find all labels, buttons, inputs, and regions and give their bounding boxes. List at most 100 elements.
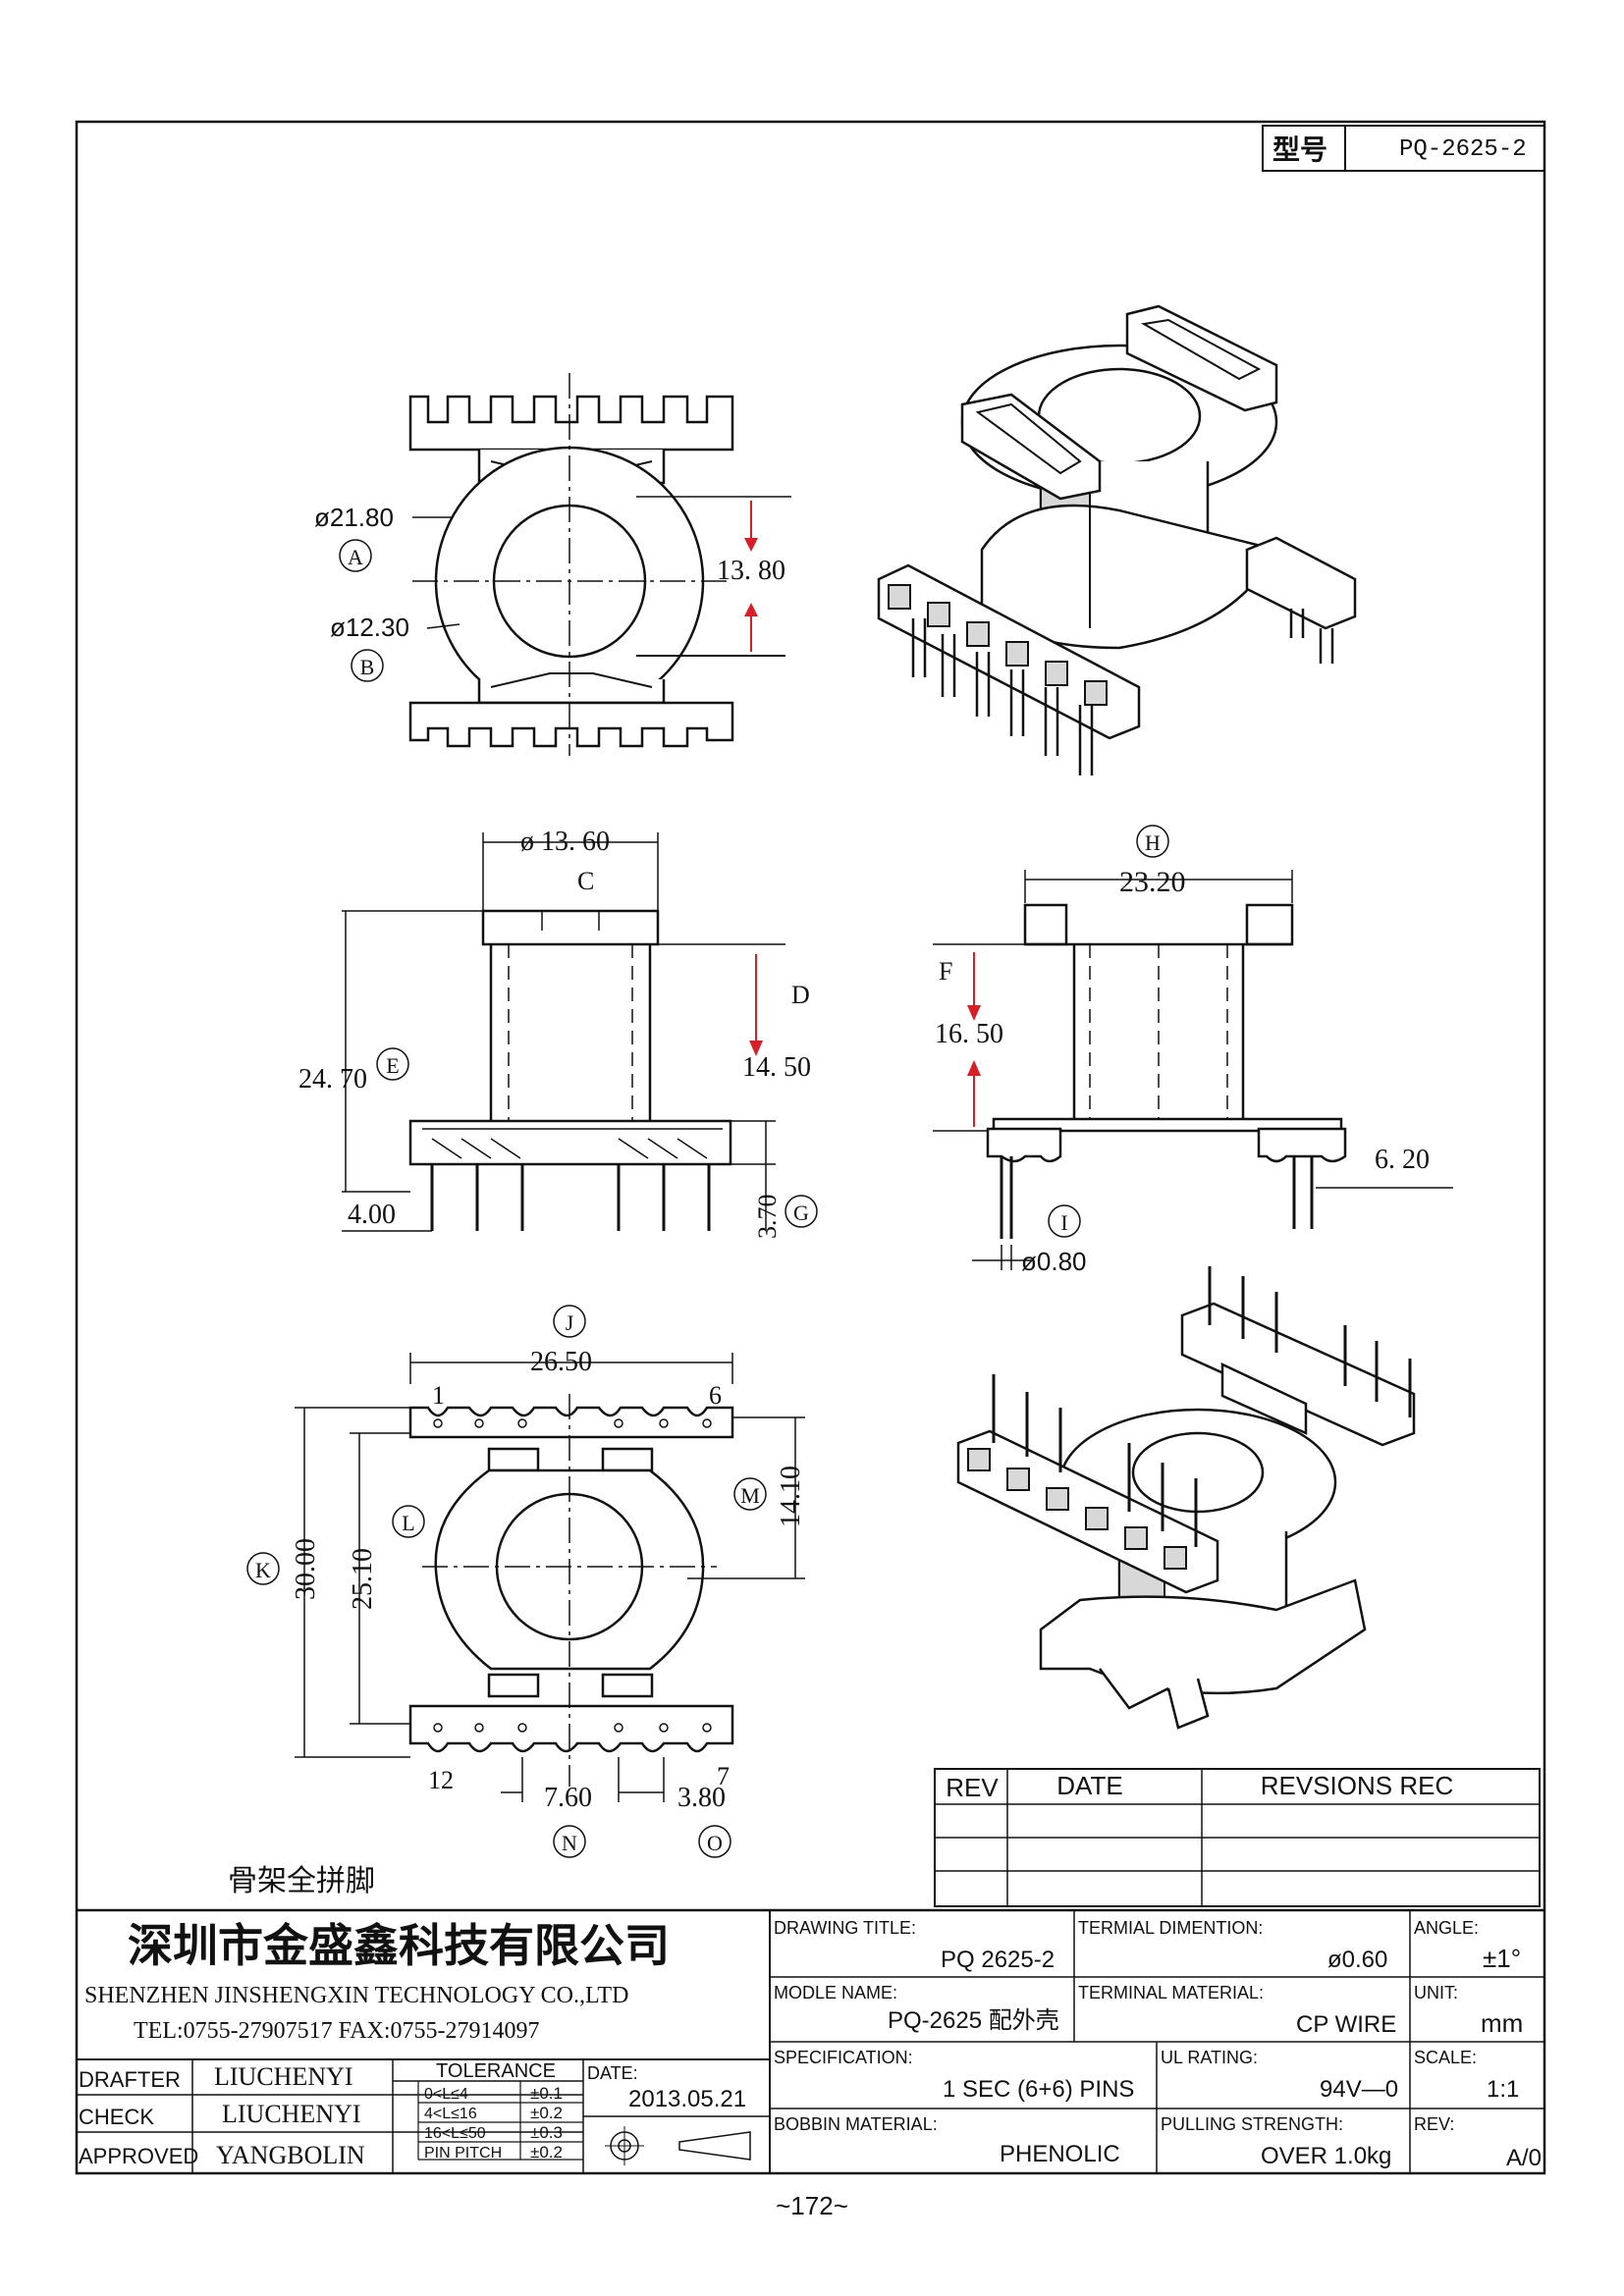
label-i: I [1060, 1210, 1067, 1235]
tol-range-3: 16<L≤50 [424, 2125, 486, 2142]
dim-front-width: ø 13. 60 [520, 827, 610, 857]
dim-pin-dia: ø0.80 [1021, 1247, 1087, 1276]
projection-symbol-icon [605, 2126, 751, 2165]
dim-inner-dia: ø12.30 [330, 613, 409, 642]
dim-pin-offset: 4.00 [348, 1200, 396, 1230]
approved-role: APPROVED [79, 2144, 198, 2168]
note-text: 骨架全拼脚 [228, 1865, 375, 1897]
pin-12-label: 12 [428, 1766, 454, 1794]
tol-value-1: ±0.1 [530, 2084, 563, 2103]
terminal-dim-value: ø0.60 [1327, 1947, 1387, 1973]
unit-label: UNIT: [1414, 1983, 1458, 2002]
revision-table: REV DATE REVSIONS REC [934, 1768, 1541, 1907]
sheet-border [75, 120, 1546, 2175]
bottom-view: J 26.50 1 6 7 12 30.00 2 [246, 1305, 806, 1858]
label-n: N [562, 1831, 577, 1855]
page-number: ~172~ [776, 2191, 848, 2220]
label-e: E [386, 1053, 399, 1078]
company-contact: TEL:0755-27907517 FAX:0755-27914097 [134, 2018, 540, 2044]
label-l: L [402, 1511, 414, 1535]
drafter-name: LIUCHENYI [214, 2062, 353, 2091]
pulling-strength-label: PULLING STRENGTH: [1161, 2114, 1343, 2134]
model-value: PQ-2625-2 [1399, 136, 1527, 163]
check-name: LIUCHENYI [222, 2100, 361, 2128]
label-b: B [360, 655, 375, 679]
angle-value: ±1° [1483, 1944, 1521, 1973]
terminal-material-label: TERMINAL MATERIAL: [1078, 1983, 1264, 2002]
model-name-label: MODLE NAME: [774, 1983, 897, 2002]
bobbin-material-label: BOBBIN MATERIAL: [774, 2114, 938, 2134]
check-role: CHECK [79, 2105, 154, 2129]
tol-value-2: ±0.2 [530, 2104, 563, 2122]
company-name-en: SHENZHEN JINSHENGXIN TECHNOLOGY CO.,LTD [84, 1983, 628, 2008]
dim-side-pin-length: 6. 20 [1375, 1145, 1430, 1175]
tol-range-1: 0<L≤4 [424, 2086, 468, 2103]
approved-name: YANGBOLIN [216, 2141, 365, 2169]
dim-bottom-width: 26.50 [530, 1347, 592, 1377]
label-a: A [348, 545, 363, 569]
tolerance-header: TOLERANCE [436, 2060, 556, 2082]
ul-rating-label: UL RATING: [1161, 2048, 1258, 2067]
dim-pin-length: 3.70 [753, 1195, 782, 1240]
label-f: F [939, 957, 952, 986]
tol-value-4: ±0.2 [530, 2143, 563, 2162]
dim-outer-height: 30.00 [291, 1538, 321, 1600]
pin-6-label: 6 [709, 1381, 722, 1410]
isometric-view-top [877, 304, 1357, 775]
pin-7-label: 7 [717, 1762, 730, 1790]
scale-label: SCALE: [1414, 2048, 1477, 2067]
specification-value: 1 SEC (6+6) PINS [943, 2076, 1134, 2103]
title-block: 深圳市金盛鑫科技有限公司 SHENZHEN JINSHENGXIN TECHNO… [77, 1908, 1544, 2173]
dim-side-core-height: 16. 50 [935, 1019, 1003, 1049]
rev-header-rev: REV [946, 1773, 999, 1802]
company-name-cn: 深圳市金盛鑫科技有限公司 [128, 1921, 670, 1971]
pin-1-label: 1 [432, 1381, 445, 1410]
date-label: DATE: [587, 2063, 638, 2083]
dim-side-width: 23.20 [1119, 866, 1186, 898]
rev-value: A/0 [1506, 2145, 1542, 2171]
unit-value: mm [1481, 2008, 1523, 2038]
specification-label: SPECIFICATION: [774, 2048, 913, 2067]
dim-top-height: 13. 80 [717, 556, 785, 586]
angle-label: ANGLE: [1414, 1918, 1479, 1938]
drawing-title-label: DRAWING TITLE: [774, 1918, 916, 1938]
front-view: ø 13. 60 C D 14. 50 24. 70 E 4.00 3.70 G [298, 827, 818, 1240]
label-m: M [740, 1483, 760, 1508]
drafter-role: DRAFTER [79, 2067, 181, 2092]
terminal-material-value: CP WIRE [1296, 2011, 1396, 2038]
label-d: D [791, 981, 810, 1009]
label-g: G [793, 1201, 809, 1225]
terminal-dim-label: TERMIAL DIMENTION: [1078, 1918, 1263, 1938]
tol-value-3: ±0.3 [530, 2123, 563, 2142]
label-j: J [566, 1310, 574, 1335]
side-view: H 23.20 F 16. 50 6. 20 I ø0.80 [933, 825, 1453, 1276]
top-view: ø21.80 A ø12.30 B 13. 80 [314, 373, 791, 756]
dim-pitch-2: 3.80 [677, 1783, 726, 1813]
tol-range-2: 4<L≤16 [424, 2106, 477, 2122]
label-c: C [577, 867, 594, 895]
dim-right-height: 14.10 [776, 1466, 806, 1527]
label-h: H [1145, 830, 1161, 855]
label-o: O [707, 1831, 723, 1855]
drawing-title-value: PQ 2625-2 [941, 1947, 1055, 1973]
model-box: 型号 PQ-2625-2 [1262, 125, 1545, 172]
rev-label: REV: [1414, 2114, 1454, 2134]
dim-inner-height: 25.10 [348, 1548, 378, 1610]
date-value: 2013.05.21 [628, 2086, 746, 2112]
dim-pitch-1: 7.60 [544, 1783, 592, 1813]
bobbin-material-value: PHENOLIC [1000, 2141, 1120, 2167]
dim-outer-dia: ø21.80 [314, 503, 394, 532]
pulling-strength-value: OVER 1.0kg [1261, 2143, 1391, 2169]
dim-core-height: 14. 50 [742, 1052, 811, 1083]
ul-rating-value: 94V—0 [1320, 2076, 1398, 2103]
model-name-value: PQ-2625 配外壳 [888, 2007, 1059, 2034]
tol-range-4: PIN PITCH [424, 2145, 502, 2162]
label-k: K [255, 1558, 271, 1582]
isometric-view-bottom [956, 1266, 1416, 1730]
scale-value: 1:1 [1487, 2076, 1519, 2103]
model-label: 型号 [1272, 134, 1327, 165]
rev-header-date: DATE [1056, 1771, 1122, 1800]
dim-total-height: 24. 70 [298, 1064, 367, 1095]
rev-header-rec: REVSIONS REC [1261, 1771, 1454, 1800]
